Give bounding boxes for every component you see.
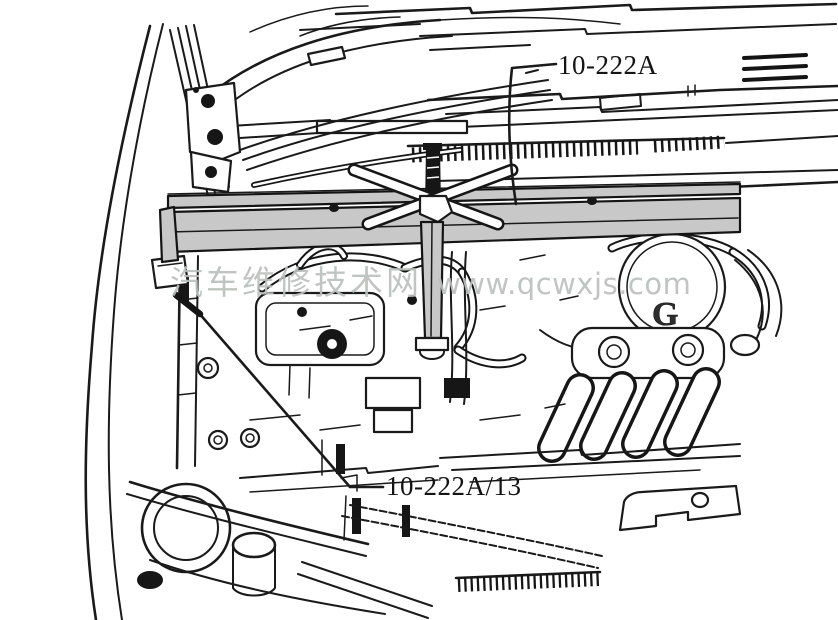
leader-support-bar xyxy=(507,62,558,206)
cowl-panel-lines xyxy=(229,84,838,196)
lower-right-bracket xyxy=(454,484,742,592)
hood-panel-lines xyxy=(206,2,838,111)
wheel-arch-area xyxy=(126,480,603,619)
support-bar-left-end xyxy=(158,205,180,264)
engine-assembly: G xyxy=(150,232,783,541)
callout-support-bar: 10-222A xyxy=(558,50,658,80)
leader-hook-adapter xyxy=(196,310,385,489)
intake-runners xyxy=(537,367,721,463)
watermark: 汽车维修技术网 www.qcwxjs.com xyxy=(170,256,691,304)
leader-lines xyxy=(172,62,558,492)
watermark-site-url: www.qcwxjs.com xyxy=(437,267,692,301)
callout-hook-adapter: 10-222A/13 xyxy=(386,471,522,501)
hood-latch xyxy=(306,45,347,67)
spindle-assembly xyxy=(347,143,519,360)
cowl-serrated-strip xyxy=(406,135,726,163)
valve-cover xyxy=(254,291,386,367)
watermark-site-name: 汽车维修技术网 xyxy=(170,263,422,302)
wiper-arm-lines xyxy=(239,79,553,188)
hood-hinge xyxy=(184,81,242,194)
